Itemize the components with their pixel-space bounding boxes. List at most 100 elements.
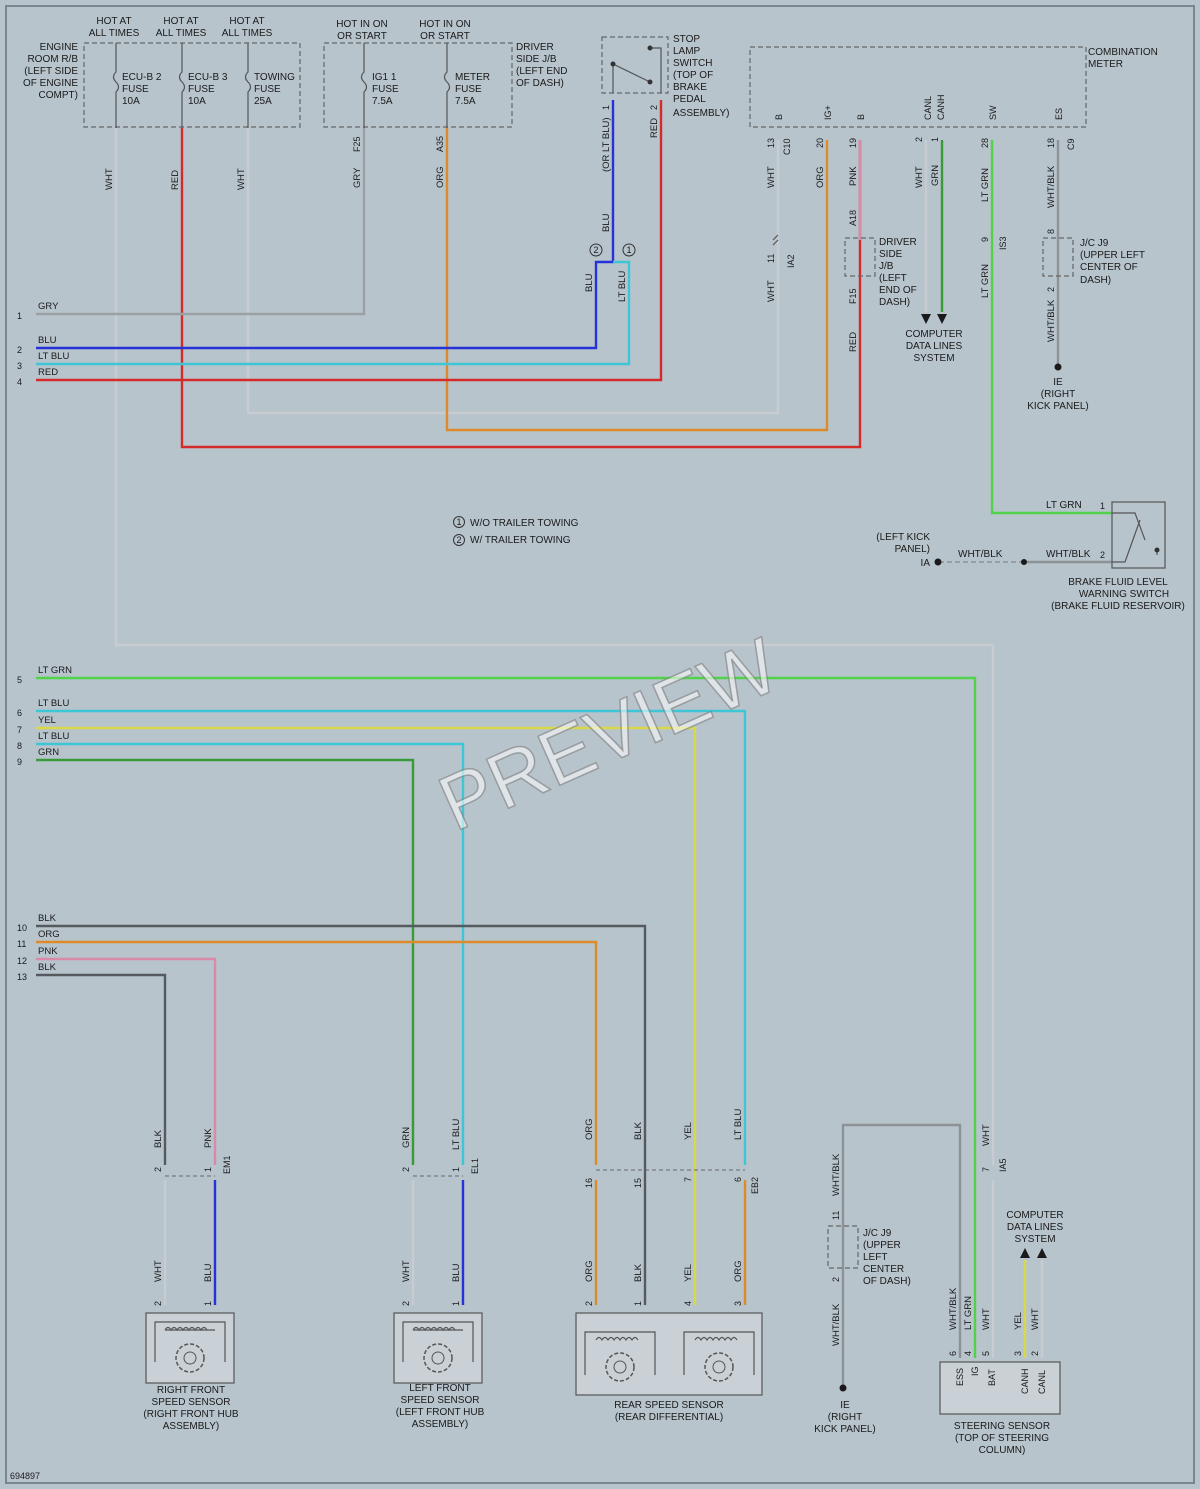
wire-org-meter: [445, 128, 829, 432]
fuse-towing-l0: TOWING: [254, 72, 295, 83]
stop-lamp-label-6: ASSEMBLY): [673, 108, 730, 119]
left-pin-number: 2: [17, 345, 22, 355]
bottom-right: WHT/BLK 11 2 J/C J9 (UPPER LEFT CENTER O…: [814, 1124, 1063, 1456]
left-pin-number: 12: [17, 956, 27, 966]
cdl2-label-0: COMPUTER: [1006, 1210, 1063, 1221]
lf-sensor-gear-icon: [423, 1343, 453, 1373]
stop-lamp-pin1: 1: [601, 105, 611, 110]
hot-all-times-3a: HOT AT: [229, 16, 264, 27]
hot-on-start-1b: OR START: [337, 31, 387, 42]
brake-label-1: WARNING SWITCH: [1079, 589, 1169, 600]
el1-pin-2: 2: [401, 1167, 411, 1172]
wire-label-pnk-rf: PNK: [203, 1128, 214, 1148]
wire-label-ltgrn-2: LT GRN: [980, 264, 991, 298]
stop-lamp-label-3: (TOP OF: [673, 70, 713, 81]
wire-label-wht-4: WHT: [914, 166, 925, 188]
hot-all-times-1b: ALL TIMES: [89, 28, 140, 39]
fuse-meter-l2: 7.5A: [455, 96, 476, 107]
wire-wht-towing: [246, 128, 780, 415]
ie-label-1: (RIGHT: [1041, 389, 1075, 400]
fuse-ig1-icon: [360, 43, 368, 128]
cdl2-arrow-canh-icon: [1020, 1248, 1030, 1258]
left-pin-wire-label: ORG: [38, 929, 60, 940]
wire-label-wht-3: WHT: [766, 166, 777, 188]
left-pin-number: 6: [17, 708, 22, 718]
left-pin-wire-label: BLK: [38, 962, 57, 973]
rear-sensor-coil-b-icon: [683, 1331, 755, 1375]
legend: 1 W/O TRAILER TOWING 2 W/ TRAILER TOWING: [453, 516, 579, 546]
rear-label-1: (REAR DIFFERENTIAL): [615, 1412, 723, 1423]
left-pin-number: 8: [17, 741, 22, 751]
steer-pin-4: 4: [963, 1351, 973, 1356]
wires: [36, 100, 1112, 1385]
wire-ltblu-6: [36, 709, 747, 1165]
wire-wht-ecu-b2: [114, 128, 995, 1165]
ground-ie-icon: [1054, 363, 1062, 371]
lf-label-2: (LEFT FRONT HUB: [396, 1407, 485, 1418]
rf-label-2: (RIGHT FRONT HUB: [143, 1409, 239, 1420]
wire-whtblk-ess: [841, 1123, 962, 1385]
left-pin-wire-label: BLK: [38, 913, 57, 924]
left-pin-wire-label: GRN: [38, 747, 59, 758]
combo-pin-18: 18: [1046, 138, 1056, 148]
wire-ltgrn-5: [36, 676, 977, 1358]
ie2-label-2: KICK PANEL): [814, 1424, 876, 1435]
steer-term-ig: IG: [970, 1366, 980, 1376]
stop-lamp-opt1: 1: [626, 245, 631, 255]
jc9-label-2: CENTER OF: [1080, 262, 1138, 273]
mid-djb-label-2: J/B: [879, 261, 894, 272]
svg-text:2: 2: [401, 1301, 411, 1306]
driver-side-jb: HOT IN ON OR START HOT IN ON OR START IG…: [323, 19, 568, 188]
wire-label-whtblk-4: WHT/BLK: [958, 549, 1003, 560]
svg-text:2: 2: [153, 1301, 163, 1306]
fuse-meter-icon: [443, 43, 451, 128]
fuse-towing-l2: 25A: [254, 96, 272, 107]
brake-fluid-switch: LT GRN 1 WHT/BLK 2 WHT/BLK IA (LEFT KICK…: [876, 500, 1185, 612]
wire-label-ltblu-rear-a: LT BLU: [733, 1109, 744, 1140]
fuse-ig1-l2: 7.5A: [372, 96, 393, 107]
wire-label-yel-rear-b: YEL: [683, 1264, 694, 1282]
fuse-meter-l1: FUSE: [455, 84, 482, 95]
fuse-meter-l0: METER: [455, 72, 490, 83]
jc9-label-1: (UPPER LEFT: [1080, 250, 1145, 261]
fuse-ecu-b2-l0: ECU-B 2: [122, 72, 162, 83]
jc9b-label-2: LEFT: [863, 1252, 887, 1263]
hot-all-times-2b: ALL TIMES: [156, 28, 207, 39]
left-pin-number: 10: [17, 923, 27, 933]
combo-pin-20: 20: [815, 138, 825, 148]
svg-text:2: 2: [456, 535, 461, 545]
wire-blk-10: [36, 924, 647, 1305]
ie2-label-0: IE: [840, 1400, 850, 1411]
wire-red-stop: [36, 100, 663, 382]
wire-label-blu-1: BLU: [601, 213, 612, 232]
steer-term-canh: CANH: [1020, 1368, 1030, 1394]
steer-pin-6: 6: [948, 1351, 958, 1356]
eb2-pin-15: 15: [633, 1178, 643, 1188]
ie2-label-1: (RIGHT: [828, 1412, 862, 1423]
cdl-label-1: DATA LINES: [906, 341, 963, 352]
engine-room-label-3: OF ENGINE: [23, 78, 78, 89]
el1-pin-1: 1: [451, 1167, 461, 1172]
wire-blk-13: [36, 973, 167, 1165]
svg-text:1: 1: [451, 1301, 461, 1306]
svg-text:3: 3: [733, 1301, 743, 1306]
rf-label-1: SPEED SENSOR: [152, 1397, 231, 1408]
jc9-label-0: J/C J9: [1080, 238, 1109, 249]
is3-label: IS3: [998, 236, 1008, 250]
wire-label-org-1: ORG: [435, 166, 446, 188]
steer-label-2: COLUMN): [979, 1445, 1026, 1456]
left-pin-number: 5: [17, 675, 22, 685]
combo-conn-c9: C9: [1066, 138, 1076, 150]
pin-a18: A18: [848, 210, 858, 226]
left-pin-wire-label: BLU: [38, 335, 57, 346]
combo-pin-28: 28: [980, 138, 990, 148]
wire-label-wht-5: WHT: [766, 280, 777, 302]
jc9-label-3: DASH): [1080, 275, 1111, 286]
em1-label: EM1: [222, 1155, 232, 1174]
steer-term-ess: ESS: [955, 1368, 965, 1386]
em1-pin-1: 1: [203, 1167, 213, 1172]
ia5-pin-7: 7: [981, 1167, 991, 1172]
mid-djb-label-0: DRIVER: [879, 237, 917, 248]
driver-jb-label-3: OF DASH): [516, 78, 564, 89]
